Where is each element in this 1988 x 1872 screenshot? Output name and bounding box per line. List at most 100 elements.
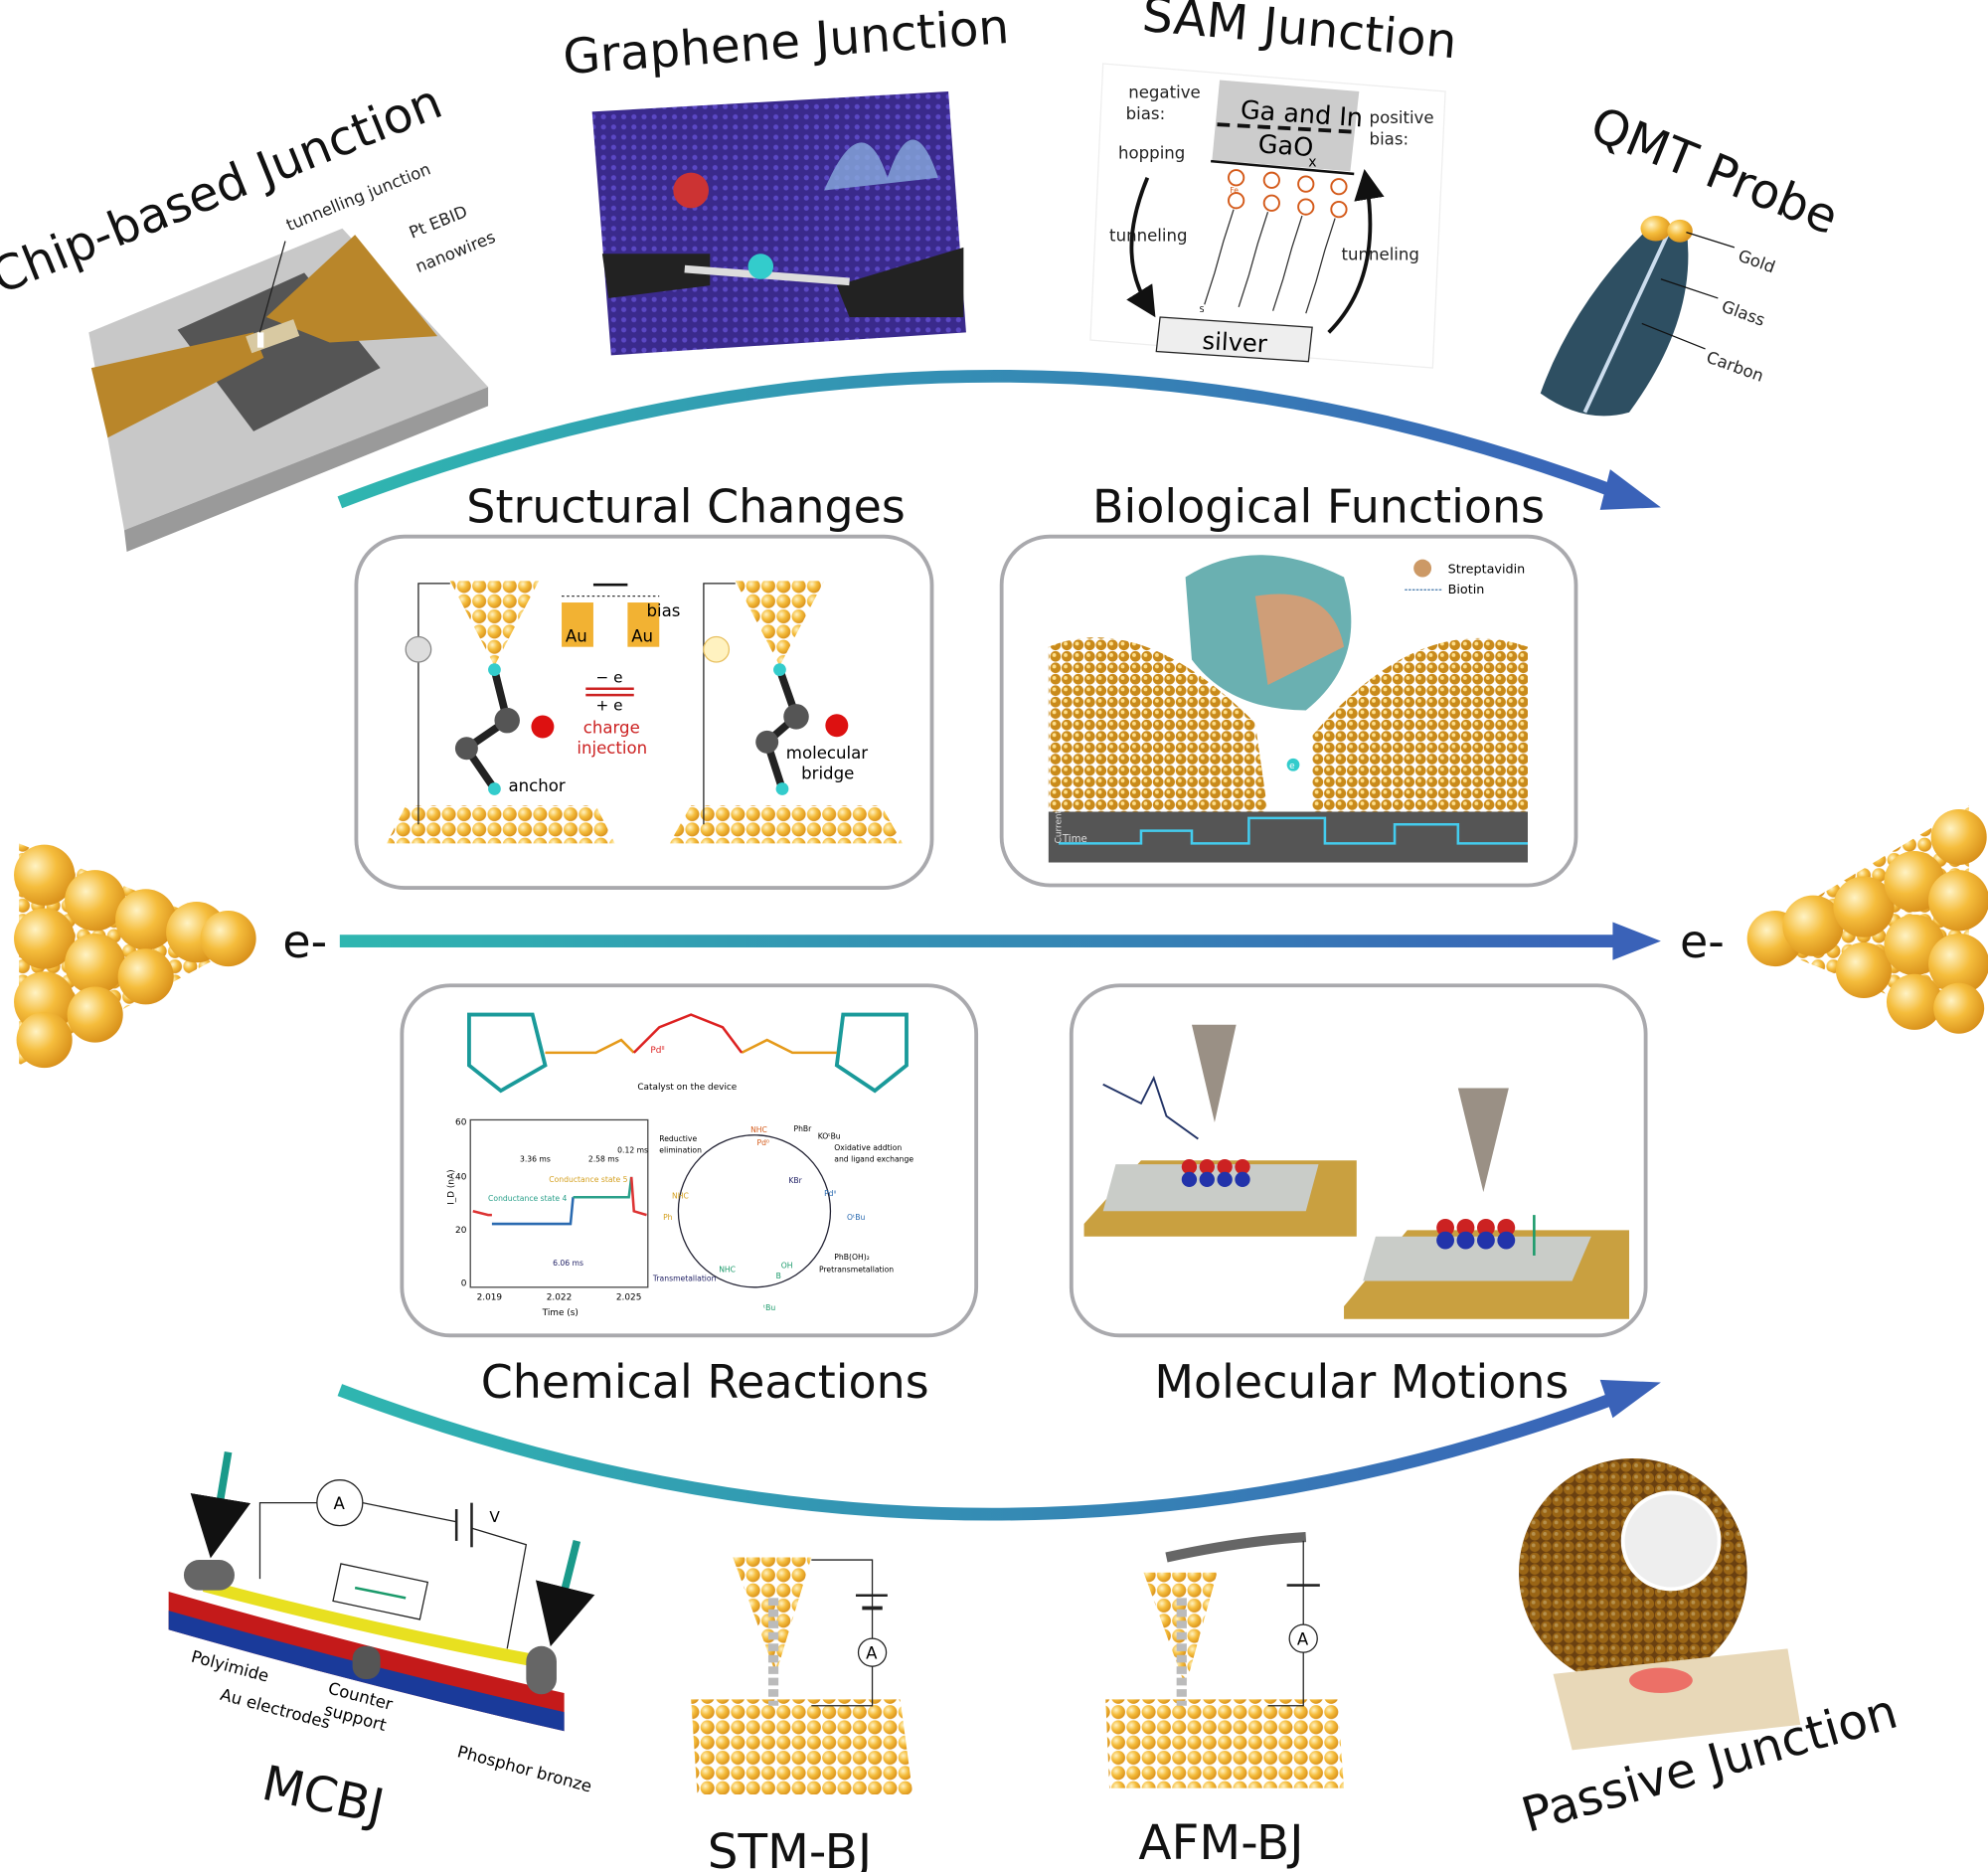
negative-bias-label-2: bias: <box>1126 104 1166 123</box>
interval-label: 3.36 ms <box>520 1155 551 1164</box>
catalytic-cycle: Reductive elimination NHC Pd⁰ PhBr KOᵗBu… <box>652 1124 913 1312</box>
minus-e-label: − e <box>595 668 622 686</box>
cycle-label: NHC <box>672 1192 689 1201</box>
glass-label: Glass <box>1719 297 1767 330</box>
bias-label: bias <box>647 601 681 620</box>
cycle-label: Reductive <box>659 1134 697 1143</box>
cycle-label: Pdᴵᴵ <box>824 1189 836 1198</box>
biotin-legend: Biotin <box>1448 583 1485 597</box>
y-axis-label: I_D (nA) <box>447 1169 457 1204</box>
time-axis-label: Time <box>1062 834 1087 845</box>
qmt-probe-title: QMT Probe <box>1582 96 1845 246</box>
cycle-label: OH <box>781 1262 793 1271</box>
top-flow-arrow <box>337 369 1661 510</box>
y-tick: 40 <box>455 1172 467 1182</box>
mcbj-title: MCBJ <box>257 1756 389 1835</box>
cycle-label: NHC <box>750 1125 767 1134</box>
x-tick: 2.019 <box>477 1293 503 1303</box>
cycle-label: KOᵗBu <box>818 1132 841 1141</box>
negative-bias-label-1: negative <box>1128 83 1201 101</box>
structural-changes-panel: Au Au bias − e + e charge injection anch… <box>354 534 934 890</box>
interval-label: 0.12 ms <box>617 1146 648 1155</box>
electron-label-left: e- <box>282 915 327 968</box>
sam-junction: SAM Junction Ga and In GaO x negative bi… <box>1089 0 1459 369</box>
y-tick: 0 <box>461 1279 467 1289</box>
cycle-label: Pretransmetallation <box>819 1266 894 1275</box>
plus-e-label: + e <box>595 696 622 714</box>
fe-label: Fe <box>1230 186 1239 195</box>
bottom-flow-arrow <box>337 1379 1661 1521</box>
anchor-label: anchor <box>508 776 565 795</box>
gaox-subscript: x <box>1308 154 1316 170</box>
molecular-motions-title: Molecular Motions <box>1154 1355 1569 1409</box>
cycle-label: PhB(OH)₂ <box>834 1253 869 1262</box>
left-gold-electrode <box>14 843 256 1069</box>
cycle-label: Ph <box>663 1213 673 1222</box>
stm-ammeter-label: A <box>866 1644 878 1663</box>
electron-label-right: e- <box>1680 915 1725 968</box>
charge-label: charge <box>583 718 640 737</box>
streptavidin-legend: Streptavidin <box>1448 563 1526 578</box>
injection-label: injection <box>577 739 647 758</box>
x-tick: 2.025 <box>616 1293 642 1303</box>
carbon-label: Carbon <box>1704 348 1766 386</box>
chemical-reactions-title: Chemical Reactions <box>481 1355 929 1409</box>
positive-bias-label-1: positive <box>1370 108 1434 127</box>
cycle-label: PhBr <box>793 1124 812 1133</box>
stm-bj-setup: A STM-BJ <box>691 1557 913 1872</box>
phosphor-bronze-label: Phosphor bronze <box>455 1742 593 1795</box>
tunneling-left-label: tunneling <box>1109 227 1187 246</box>
cycle-label: Pd⁰ <box>756 1138 769 1147</box>
qmt-probe: QMT Probe Gold Glass Carbon <box>1540 96 1846 417</box>
electron-marker: e <box>1289 762 1294 771</box>
bridge-label: bridge <box>801 764 854 782</box>
cycle-label: elimination <box>659 1146 702 1155</box>
structural-changes-title: Structural Changes <box>466 480 905 534</box>
molecular-motions-panel <box>1069 983 1648 1338</box>
catalyst-molecule: Pdᴵᴵ <box>467 1012 909 1094</box>
y-tick: 20 <box>455 1226 467 1236</box>
pd-label: Pdᴵᴵ <box>650 1046 665 1056</box>
interval-label: 2.58 ms <box>588 1155 619 1164</box>
cycle-label: Oxidative addtion <box>834 1143 902 1152</box>
cycle-label: OᵗBu <box>847 1213 866 1222</box>
sulfur-label: S <box>1200 305 1205 314</box>
sam-junction-title: SAM Junction <box>1140 0 1459 70</box>
cycle-label: and ligand exchange <box>834 1155 913 1164</box>
biological-functions-panel: Current Time e Streptavidin Biotin <box>999 534 1578 888</box>
right-gold-electrode <box>1746 805 1988 1034</box>
pt-nanowires-label-1: Pt EBID <box>407 202 470 243</box>
afm-ammeter-label: A <box>1297 1630 1309 1649</box>
au-right-label: Au <box>631 627 653 646</box>
afm-bj-setup: A AFM-BJ <box>1105 1531 1345 1871</box>
passive-junction: Passive Junction <box>1516 1458 1904 1844</box>
graphene-junction-title: Graphene Junction <box>562 0 1011 85</box>
interval-label: 6.06 ms <box>553 1259 583 1268</box>
state4-label: Conductance state 4 <box>488 1194 567 1203</box>
cycle-label: ᵗBu <box>763 1303 775 1312</box>
mcbj-setup: A V Polyimide Au electrodes Counter supp… <box>168 1451 595 1835</box>
au-left-label: Au <box>566 627 587 646</box>
ammeter-label: A <box>333 1494 345 1513</box>
biological-functions-title: Biological Functions <box>1092 480 1545 534</box>
positive-bias-label-2: bias: <box>1370 130 1409 149</box>
tunneling-right-label: tunneling <box>1341 246 1418 264</box>
graphene-junction: Graphene Junction <box>562 0 1011 356</box>
current-axis-label: Current <box>1055 809 1065 843</box>
afm-bj-title: AFM-BJ <box>1138 1815 1303 1871</box>
cycle-label: B <box>776 1272 781 1280</box>
x-axis-label: Time (s) <box>542 1308 579 1318</box>
gold-label: Gold <box>1736 247 1777 277</box>
gaox-label: GaO <box>1257 129 1314 163</box>
cycle-label: NHC <box>719 1266 736 1275</box>
hopping-label: hopping <box>1118 144 1185 163</box>
chip-based-junction: Chip-based Junction tunnelling junction … <box>0 74 498 553</box>
au-electrodes-label: Au electrodes <box>219 1685 333 1733</box>
current-trace-plot: 60 40 20 0 2.019 2.022 2.025 Time (s) I_… <box>447 1118 649 1318</box>
catalyst-caption: Catalyst on the device <box>637 1083 737 1093</box>
chemical-reactions-panel: Pdᴵᴵ Catalyst on the device 60 40 20 0 2… <box>400 983 979 1338</box>
silver-label: silver <box>1202 327 1268 358</box>
y-tick: 60 <box>455 1118 467 1128</box>
stm-bj-title: STM-BJ <box>708 1824 872 1872</box>
